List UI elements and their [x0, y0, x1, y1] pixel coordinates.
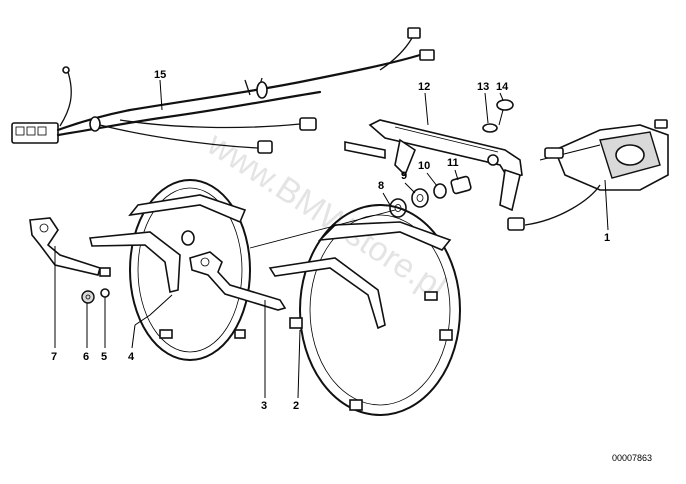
left-adjuster-lever	[29, 217, 101, 276]
callout-12: 12	[418, 81, 430, 93]
leader-lines	[54, 79, 609, 399]
callout-7: 7	[51, 351, 57, 363]
callout-13: 13	[477, 81, 489, 93]
center-adjuster-lever	[181, 230, 287, 311]
adjusting-motor	[507, 119, 669, 231]
callout-15: 15	[154, 69, 166, 81]
callout-9: 9	[401, 170, 407, 182]
right-headlight-ring	[268, 204, 461, 416]
callout-5: 5	[101, 351, 107, 363]
screw-and-washer	[482, 99, 514, 133]
wiring-harness	[11, 27, 435, 154]
document-number: 00007863	[612, 453, 652, 463]
callout-6: 6	[83, 351, 89, 363]
callout-2: 2	[293, 400, 299, 412]
bushing-set	[389, 175, 472, 218]
callout-4: 4	[128, 351, 135, 363]
nut-and-clip	[81, 288, 110, 304]
left-headlight-ring	[88, 179, 251, 361]
callout-1: 1	[604, 232, 610, 244]
callout-11: 11	[447, 157, 459, 169]
adjusting-rod-bracket	[344, 119, 523, 212]
callout-8: 8	[378, 180, 384, 192]
callout-3: 3	[261, 400, 267, 412]
callout-14: 14	[496, 81, 509, 93]
callout-10: 10	[418, 160, 430, 172]
callout-labels: 1 2 3 4 5 6 7 8 9 10 11 12 13 14 15	[51, 69, 610, 412]
